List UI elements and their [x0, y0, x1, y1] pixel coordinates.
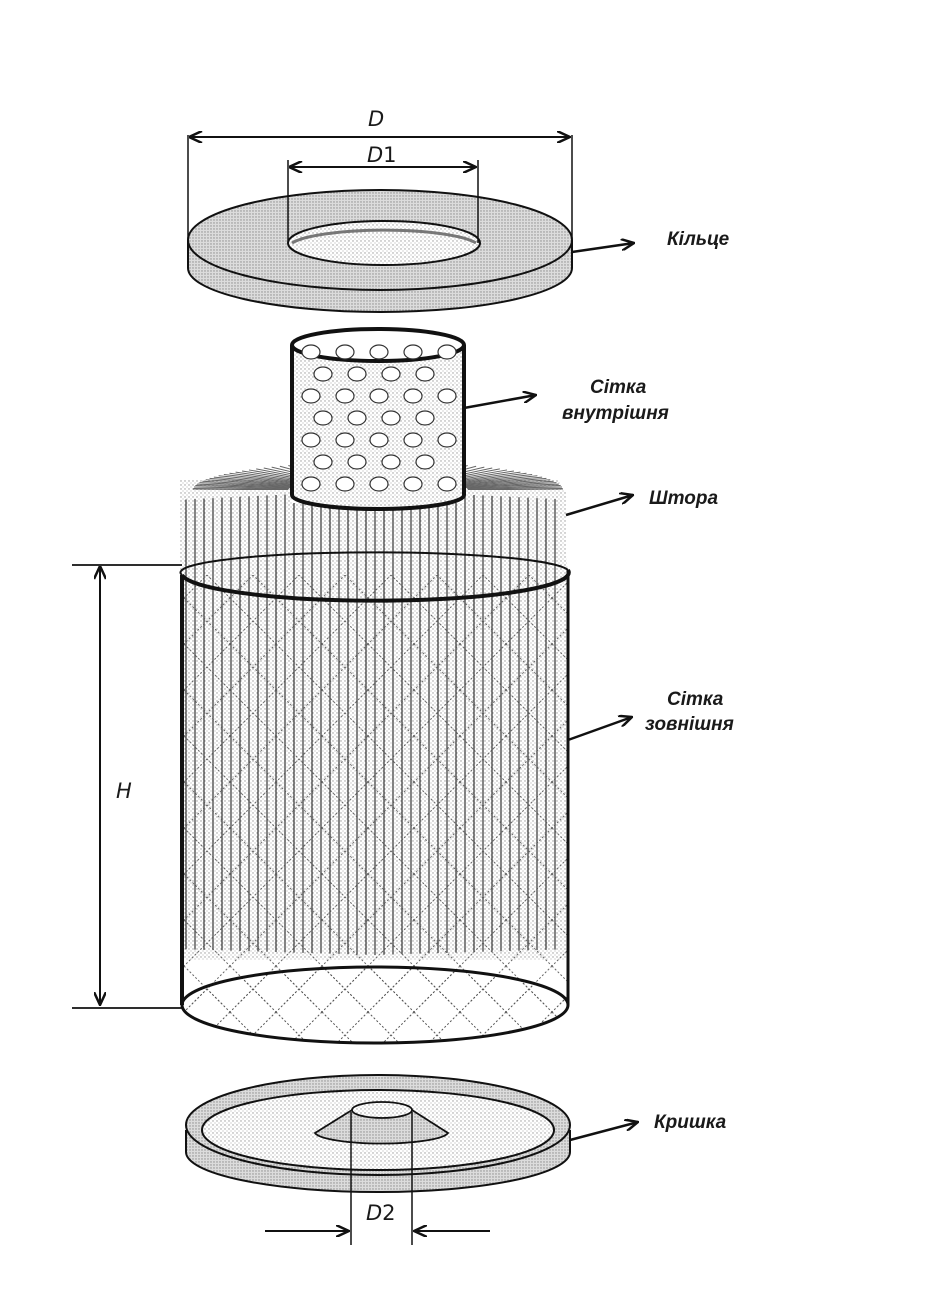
outer-mesh-part: [179, 551, 571, 1045]
dimension-D2: D2: [265, 1112, 490, 1245]
label-outer-mesh-line2: зовнішня: [645, 714, 734, 735]
callout-curtain: Штора: [565, 488, 718, 517]
callout-inner-mesh: Сітка внутрішня: [463, 377, 669, 424]
dimension-D1: D1: [287, 143, 479, 243]
dimension-D2-label: D2: [366, 1201, 396, 1225]
dimension-D: D: [187, 107, 573, 240]
dimension-H: H: [72, 564, 182, 1009]
dimension-H-label: H: [116, 779, 132, 803]
dimension-D-label: D: [368, 107, 384, 131]
label-inner-mesh-line1: Сітка: [590, 377, 647, 398]
label-outer-mesh-line1: Сітка: [667, 689, 724, 710]
label-curtain: Штора: [649, 488, 718, 509]
dimension-D1-label: D1: [367, 143, 397, 167]
ring-part: [187, 189, 573, 313]
callout-cover: Кришка: [569, 1112, 727, 1142]
label-cover: Кришка: [654, 1112, 727, 1133]
label-ring: Кільце: [667, 229, 730, 250]
callout-ring: Кільце: [571, 229, 730, 254]
label-inner-mesh-line2: внутрішня: [562, 403, 669, 424]
callout-outer-mesh: Сітка зовнішня: [567, 689, 734, 742]
inner-mesh-part: [290, 327, 466, 511]
cover-part: [185, 1074, 571, 1193]
